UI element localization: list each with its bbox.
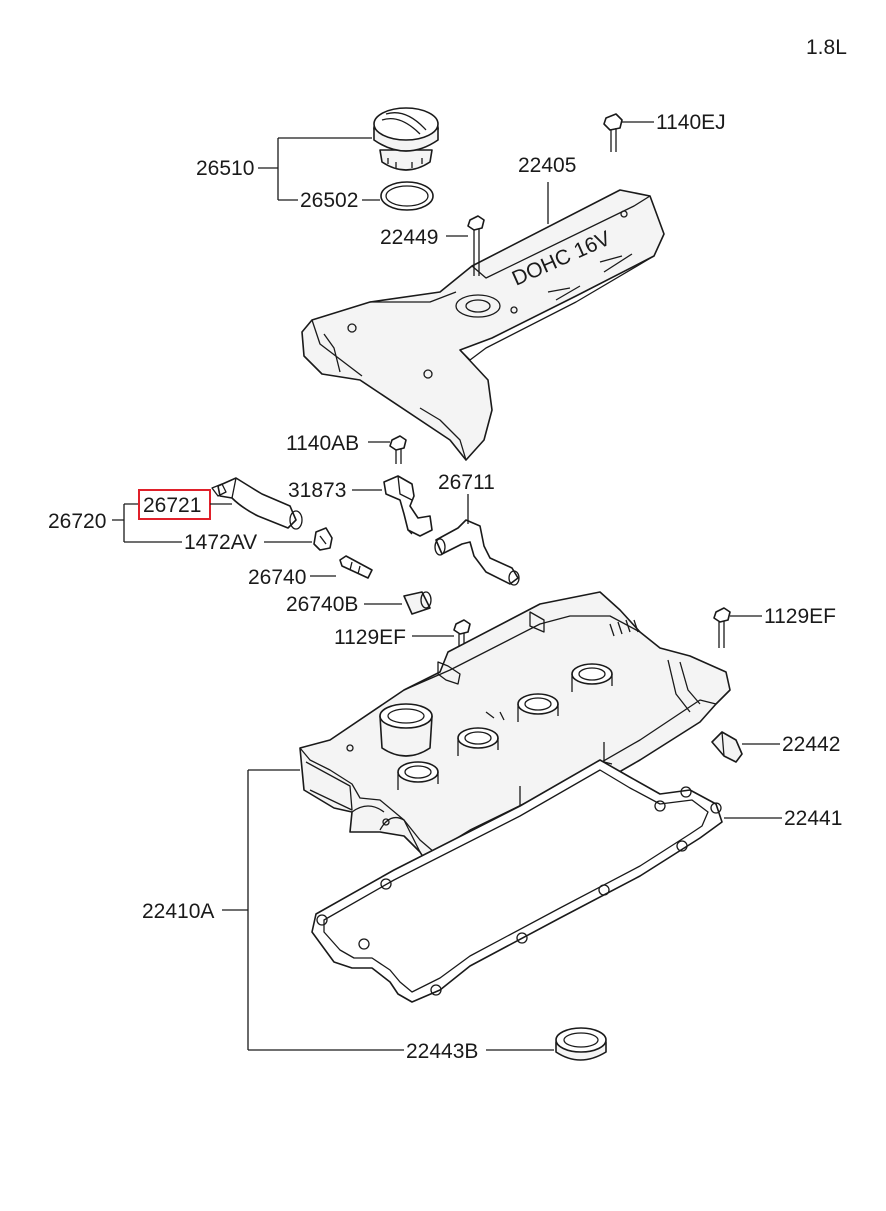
- bolt-1129ef-right[interactable]: [713, 607, 731, 648]
- pcv-hose-26711[interactable]: [434, 519, 520, 586]
- label-26510: 26510: [196, 157, 254, 180]
- bolt-22449[interactable]: [467, 215, 485, 276]
- engine-spec-label: 1.8L: [806, 36, 847, 59]
- label-26502: 26502: [300, 189, 358, 212]
- leader-26720: [112, 503, 182, 543]
- oil-filler-gasket[interactable]: [380, 181, 434, 211]
- label-22449: 22449: [380, 226, 438, 249]
- label-22405: 22405: [518, 154, 576, 177]
- leader-22410a: [222, 769, 404, 1051]
- label-1140ab: 1140AB: [286, 432, 359, 455]
- label-1472av: 1472AV: [184, 531, 257, 554]
- label-1129ef-left: 1129EF: [334, 626, 406, 649]
- clip-1472av[interactable]: [313, 527, 333, 551]
- label-1129ef-right: 1129EF: [764, 605, 836, 628]
- label-26720: 26720: [48, 510, 106, 533]
- label-1140ej: 1140EJ: [656, 111, 726, 134]
- label-26721: 26721: [143, 494, 201, 517]
- label-22410a: 22410A: [142, 900, 214, 923]
- rocker-cover-gasket[interactable]: [311, 759, 723, 1003]
- breather-hose-26721[interactable]: [211, 477, 303, 530]
- rocker-cover[interactable]: [299, 591, 731, 871]
- bolt-1140ab[interactable]: [389, 435, 407, 464]
- label-31873: 31873: [288, 479, 346, 502]
- oil-filler-cap[interactable]: [373, 107, 439, 171]
- label-26711: 26711: [438, 471, 495, 494]
- label-26740: 26740: [248, 566, 306, 589]
- label-26740b: 26740B: [286, 593, 358, 616]
- pcv-valve-26740[interactable]: [339, 555, 373, 579]
- label-22441: 22441: [784, 807, 842, 830]
- spark-plug-seal-22443b[interactable]: [555, 1027, 607, 1061]
- bracket-31873[interactable]: [383, 475, 433, 537]
- engine-cover[interactable]: DOHC 16V: [301, 189, 665, 461]
- label-22443b: 22443B: [406, 1040, 478, 1063]
- grommet-26740b[interactable]: [403, 591, 432, 615]
- leader-26510: [258, 137, 380, 201]
- bolt-1140ej[interactable]: [603, 113, 623, 152]
- half-moon-seal-22442[interactable]: [711, 731, 743, 763]
- label-22442: 22442: [782, 733, 840, 756]
